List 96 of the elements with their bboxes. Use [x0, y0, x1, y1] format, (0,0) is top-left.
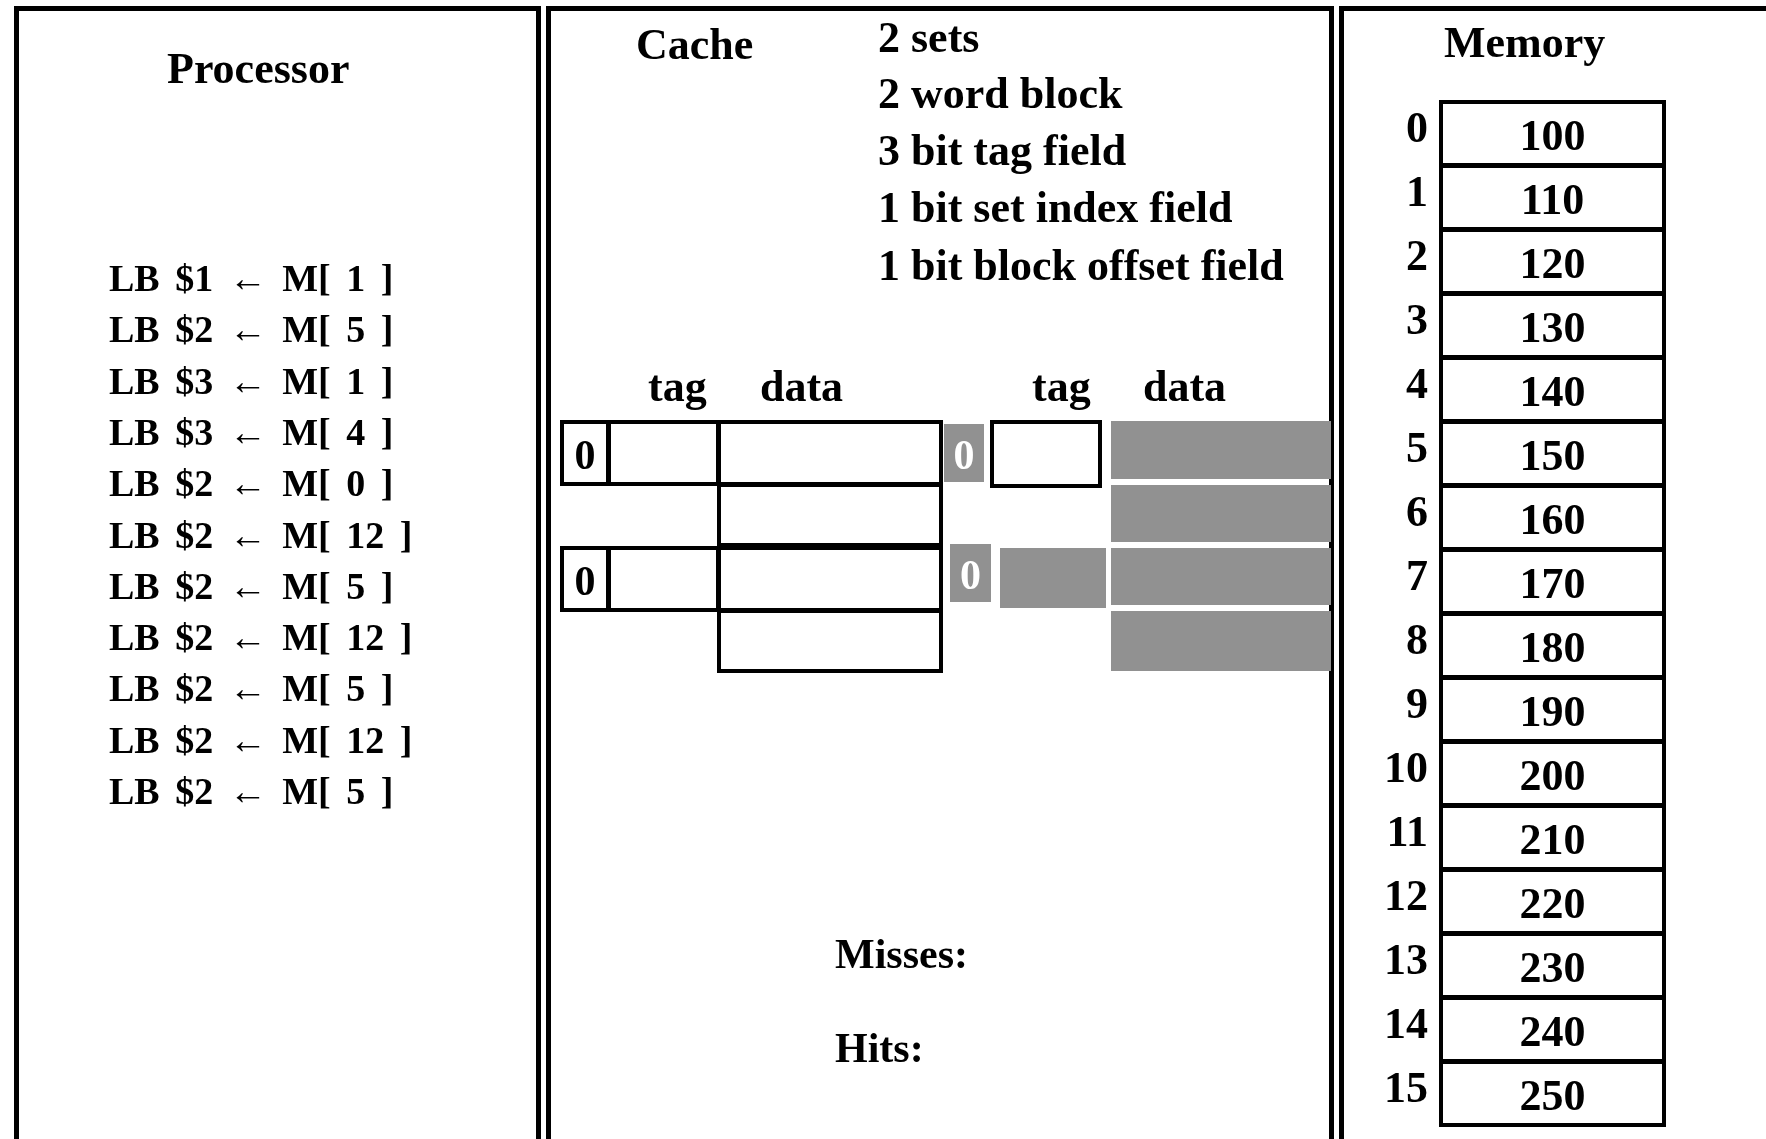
cache-field-box — [1111, 485, 1331, 542]
memory-value: 230 — [1518, 945, 1587, 990]
address-label: 3 — [1406, 298, 1428, 342]
instruction: LB $2 ← M[ 5 ] — [109, 566, 394, 605]
valid-bit-value: 0 — [952, 433, 976, 476]
cache-field-box — [1111, 421, 1331, 479]
address-label: 12 — [1384, 874, 1428, 918]
address-label: 1 — [1406, 170, 1428, 214]
memory-value: 120 — [1518, 241, 1587, 286]
memory-cell — [1439, 292, 1666, 359]
memory-cell — [1439, 612, 1666, 679]
memory-cell — [1439, 804, 1666, 871]
memory-value: 250 — [1518, 1073, 1587, 1118]
memory-cell — [1439, 420, 1666, 487]
cache-field-box — [717, 420, 943, 486]
cache-field-box — [607, 420, 720, 486]
memory-cell — [1439, 484, 1666, 551]
column-header: data — [760, 365, 844, 409]
address-label: 10 — [1384, 746, 1428, 790]
instruction: LB $2 ← M[ 12 ] — [109, 618, 413, 657]
valid-bit-box — [560, 420, 610, 486]
instruction: LB $2 ← M[ 5 ] — [109, 772, 394, 810]
memory-cell — [1439, 932, 1666, 999]
cache-parameter: 2 word block — [878, 72, 1123, 116]
memory-cell — [1439, 548, 1666, 615]
memory-cell — [1439, 740, 1666, 807]
cache-parameter: 2 sets — [878, 16, 980, 60]
instruction: LB $2 ← M[ 0 ] — [109, 464, 394, 503]
address-label: 9 — [1406, 682, 1428, 726]
memory-cell — [1439, 228, 1666, 295]
memory-cell — [1439, 164, 1666, 231]
address-label: 13 — [1384, 938, 1428, 982]
address-label: 8 — [1406, 618, 1428, 662]
cache-parameter: 1 bit set index field — [878, 186, 1233, 230]
valid-bit-value: 0 — [959, 553, 982, 596]
memory-value: 190 — [1518, 689, 1587, 734]
panel — [14, 6, 541, 1139]
memory-value: 220 — [1518, 881, 1587, 926]
cache-field-box — [717, 546, 943, 612]
memory-value: 100 — [1518, 113, 1587, 158]
cache-field-box — [717, 483, 943, 547]
cache-field-box — [990, 420, 1102, 488]
cache-field-box — [717, 609, 943, 673]
instruction: LB $3 ← M[ 4 ] — [109, 412, 394, 451]
instruction: LB $2 ← M[ 12 ] — [109, 515, 413, 554]
instruction: LB $2 ← M[ 5 ] — [109, 310, 394, 349]
memory-cell — [1439, 1060, 1666, 1127]
memory-cell — [1439, 996, 1666, 1063]
cache-field-box — [1000, 548, 1106, 608]
memory-cell — [1439, 100, 1666, 167]
panel-heading: Cache — [636, 23, 754, 67]
address-label: 4 — [1406, 362, 1428, 406]
address-label: 14 — [1384, 1002, 1428, 1046]
cache-field-box — [607, 546, 720, 612]
column-header: tag — [648, 365, 707, 409]
address-label: 5 — [1406, 426, 1428, 470]
memory-value: 180 — [1518, 625, 1587, 670]
cache-field-box — [1111, 611, 1331, 671]
cache-parameter: 3 bit tag field — [878, 129, 1127, 173]
address-label: 0 — [1406, 106, 1428, 150]
memory-value: 170 — [1518, 561, 1587, 606]
instruction: LB $3 ← M[ 1 ] — [109, 361, 394, 400]
memory-value: 140 — [1518, 369, 1587, 414]
instruction: LB $2 ← M[ 12 ] — [109, 720, 413, 759]
memory-cell — [1439, 356, 1666, 423]
counter-label: Hits: — [835, 1027, 924, 1069]
memory-value: 200 — [1518, 753, 1587, 798]
cache-field-box — [1111, 548, 1331, 605]
valid-bit-box — [944, 424, 984, 482]
panel — [546, 6, 1334, 1139]
valid-bit-box — [560, 546, 610, 612]
instruction: LB $2 ← M[ 5 ] — [109, 669, 394, 708]
address-label: 6 — [1406, 490, 1428, 534]
memory-value: 110 — [1519, 177, 1586, 222]
address-label: 7 — [1406, 554, 1428, 598]
panel-heading: Processor — [167, 47, 350, 91]
valid-bit-value: 0 — [573, 559, 597, 602]
valid-bit-box — [950, 544, 991, 602]
memory-value: 240 — [1518, 1009, 1587, 1054]
column-header: data — [1143, 365, 1227, 409]
column-header: tag — [1032, 365, 1091, 409]
address-label: 15 — [1384, 1066, 1428, 1110]
address-label: 11 — [1386, 810, 1428, 854]
cache-parameter: 1 bit block offset field — [878, 244, 1284, 288]
memory-value: 160 — [1518, 497, 1587, 542]
memory-value: 210 — [1518, 817, 1587, 862]
panel — [1339, 6, 1766, 1139]
panel-heading: Memory — [1444, 21, 1606, 65]
memory-cell — [1439, 868, 1666, 935]
memory-cell — [1439, 676, 1666, 743]
counter-label: Misses: — [835, 933, 968, 975]
memory-value: 150 — [1518, 433, 1587, 478]
instruction: LB $1 ← M[ 1 ] — [109, 259, 394, 297]
address-label: 2 — [1406, 234, 1428, 278]
memory-value: 130 — [1518, 305, 1587, 350]
valid-bit-value: 0 — [573, 433, 597, 476]
